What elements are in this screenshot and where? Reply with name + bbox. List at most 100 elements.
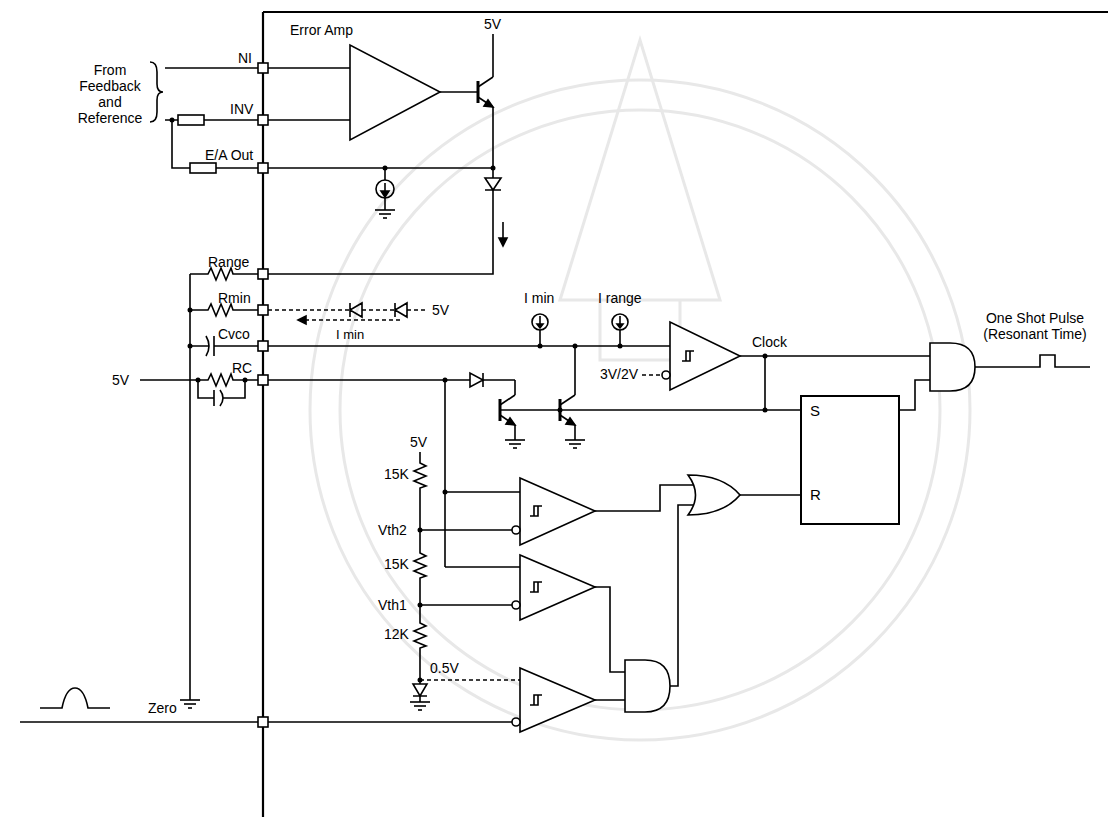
wire [440, 91, 478, 93]
note-label: From Feedback and Reference [74, 62, 146, 126]
value-label: 5V [484, 16, 501, 32]
wire [512, 526, 520, 534]
wire [350, 303, 407, 317]
signal-label: Clock [752, 334, 787, 350]
wire [499, 238, 507, 246]
wire [20, 12, 1108, 817]
signal-label: I min [336, 327, 364, 343]
wire [539, 316, 541, 346]
wire [530, 582, 542, 592]
wire [414, 550, 426, 580]
junction-dot [491, 166, 496, 171]
wire [263, 12, 1108, 817]
signal-label: NI [238, 50, 252, 66]
wire [470, 373, 483, 387]
junction-dot [443, 378, 448, 383]
wire [619, 316, 621, 346]
wire [20, 721, 258, 723]
wire [190, 163, 216, 173]
junction-dot [418, 678, 423, 683]
signal-label: RC [232, 360, 252, 376]
wire [682, 351, 694, 361]
wire [172, 120, 258, 168]
wire [530, 695, 542, 705]
wire [381, 191, 389, 197]
wire [375, 210, 395, 218]
signal-label: I min [524, 290, 554, 306]
signal-label: Error Amp [290, 22, 353, 38]
wire [306, 319, 400, 321]
signal-label: Vth2 [378, 522, 407, 538]
wire [530, 506, 542, 516]
wire [258, 375, 268, 385]
watermark-seal [340, 110, 940, 710]
wire [180, 700, 200, 708]
wire [189, 274, 191, 700]
wire [492, 34, 494, 178]
wire [258, 163, 268, 173]
signal-label: Rmin [218, 290, 251, 306]
wire [414, 460, 426, 490]
wire [268, 309, 428, 311]
wire [515, 346, 575, 440]
junction-dot [538, 344, 543, 349]
wire [40, 688, 110, 708]
wire [268, 167, 493, 169]
junction-dot [188, 344, 193, 349]
signal-label: Cvco [218, 326, 250, 342]
value-label: 3V/2V [600, 366, 638, 382]
value-label: 5V [112, 372, 129, 388]
junction-dot [763, 354, 768, 359]
wire [268, 190, 493, 274]
value-label: 15K [384, 466, 409, 482]
pin-name: S [810, 402, 820, 419]
wire [478, 77, 493, 107]
wire [376, 180, 394, 198]
junction-dot [558, 408, 563, 413]
wire [298, 316, 306, 324]
wire [520, 478, 595, 545]
wire [258, 341, 268, 351]
wire [178, 115, 204, 125]
wire [512, 718, 520, 726]
wire [642, 374, 662, 376]
junction-dot [418, 528, 423, 533]
signal-label: Range [208, 254, 249, 270]
wire [384, 168, 386, 210]
signal-label: I range [598, 290, 642, 306]
wire [198, 380, 245, 406]
wire [258, 63, 268, 73]
wire [258, 269, 268, 279]
note-label: One Shot Pulse (Resonant Time) [968, 310, 1102, 342]
junction-dot [196, 378, 201, 383]
value-label: 5V [432, 302, 449, 318]
wire [512, 601, 520, 609]
junction-dot [763, 408, 768, 413]
wire [500, 409, 800, 411]
junction-dot [383, 166, 388, 171]
signal-label: Zero [148, 700, 177, 716]
wire [258, 115, 268, 125]
wire [420, 679, 520, 681]
wire [268, 379, 515, 381]
value-label: 12K [384, 626, 409, 642]
junction-dot [170, 118, 768, 683]
junction-dot [618, 344, 623, 349]
signal-label: INV [230, 101, 253, 117]
wire [617, 324, 623, 328]
wire [662, 371, 670, 379]
wire [268, 530, 512, 722]
wire [688, 475, 740, 515]
watermark-seal [560, 40, 720, 360]
wire [414, 620, 426, 650]
wire [205, 374, 235, 386]
wire [413, 684, 427, 696]
wire [258, 717, 268, 727]
wire [505, 440, 525, 448]
wire [537, 324, 543, 328]
signal-label: Vth1 [378, 597, 407, 613]
wire [930, 343, 975, 391]
